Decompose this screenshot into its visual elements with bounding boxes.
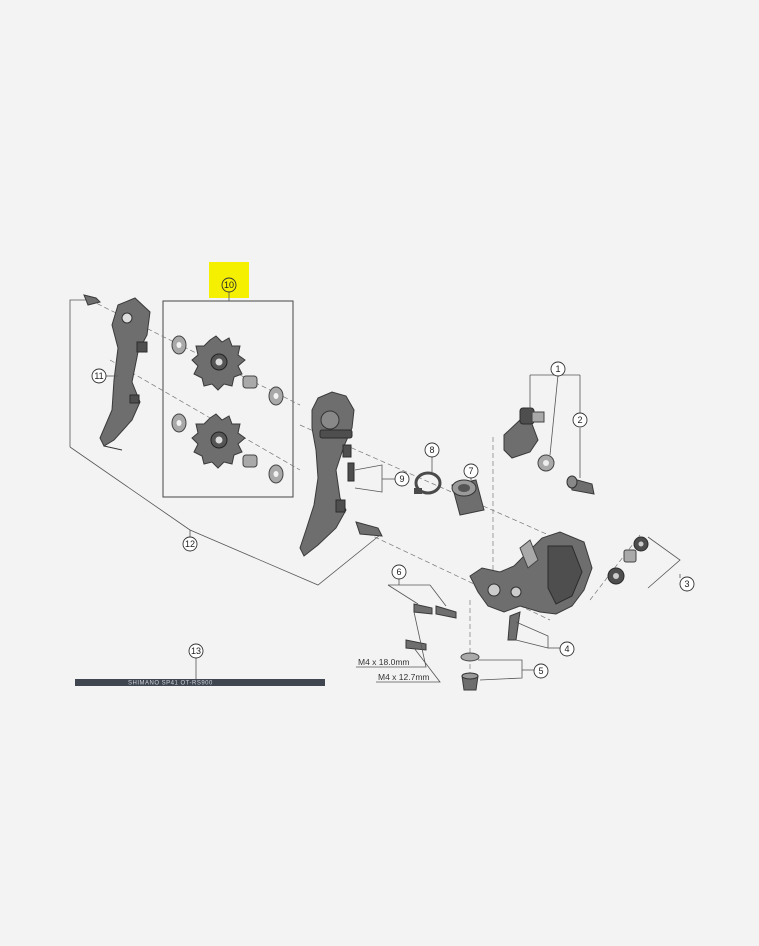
callout-4: 4 [559, 641, 575, 657]
svg-text:10: 10 [224, 280, 234, 290]
callout-5: 5 [533, 663, 549, 679]
guide-pulley-part [191, 335, 246, 391]
derailleur-body-part [469, 531, 593, 641]
callout-2: 2 [572, 412, 588, 428]
svg-text:1: 1 [555, 364, 560, 374]
svg-text:8: 8 [429, 445, 434, 455]
svg-text:9: 9 [399, 474, 404, 484]
inner-cage-plate-part [299, 391, 383, 557]
pulley-kit-box [162, 300, 294, 498]
outer-plate-part [83, 294, 151, 451]
callout-10: 10 [221, 277, 237, 293]
pulley-washers [171, 335, 284, 484]
svg-text:13: 13 [191, 646, 201, 656]
svg-text:3: 3 [684, 579, 689, 589]
svg-text:11: 11 [94, 371, 103, 381]
cable-brand-label: SHIMANO SP41 OT-RS900 [128, 681, 213, 687]
callout-3: 3 [679, 576, 695, 592]
callout-11: 11 [91, 368, 107, 384]
callout-markers: 1 2 3 4 5 6 7 8 [91, 277, 695, 679]
bolt-set-part [405, 603, 457, 651]
callout-8: 8 [424, 442, 440, 458]
svg-text:2: 2 [577, 415, 582, 425]
assembly-axes [89, 299, 641, 690]
cable-part: SHIMANO SP41 OT-RS900 [75, 679, 325, 687]
callout-13: 13 [188, 643, 204, 659]
dimension-label-12-7mm: M4 x 12.7mm [378, 672, 430, 682]
svg-text:12: 12 [185, 539, 195, 549]
svg-text:6: 6 [396, 567, 401, 577]
callout-9: 9 [394, 471, 410, 487]
callout-1: 1 [550, 361, 566, 377]
tension-pulley-part [191, 413, 246, 469]
callout-7: 7 [463, 463, 479, 479]
adjust-bolt-part [503, 407, 595, 495]
nut-set-part [607, 536, 649, 585]
dimension-label-18mm: M4 x 18.0mm [358, 657, 410, 667]
washer-set-part [460, 652, 480, 691]
svg-text:5: 5 [538, 666, 543, 676]
callout-12: 12 [182, 536, 198, 552]
svg-text:7: 7 [468, 466, 473, 476]
bushing-part [451, 479, 485, 516]
callout-6: 6 [391, 564, 407, 580]
clip-ring-part [414, 471, 442, 495]
svg-text:4: 4 [564, 644, 569, 654]
